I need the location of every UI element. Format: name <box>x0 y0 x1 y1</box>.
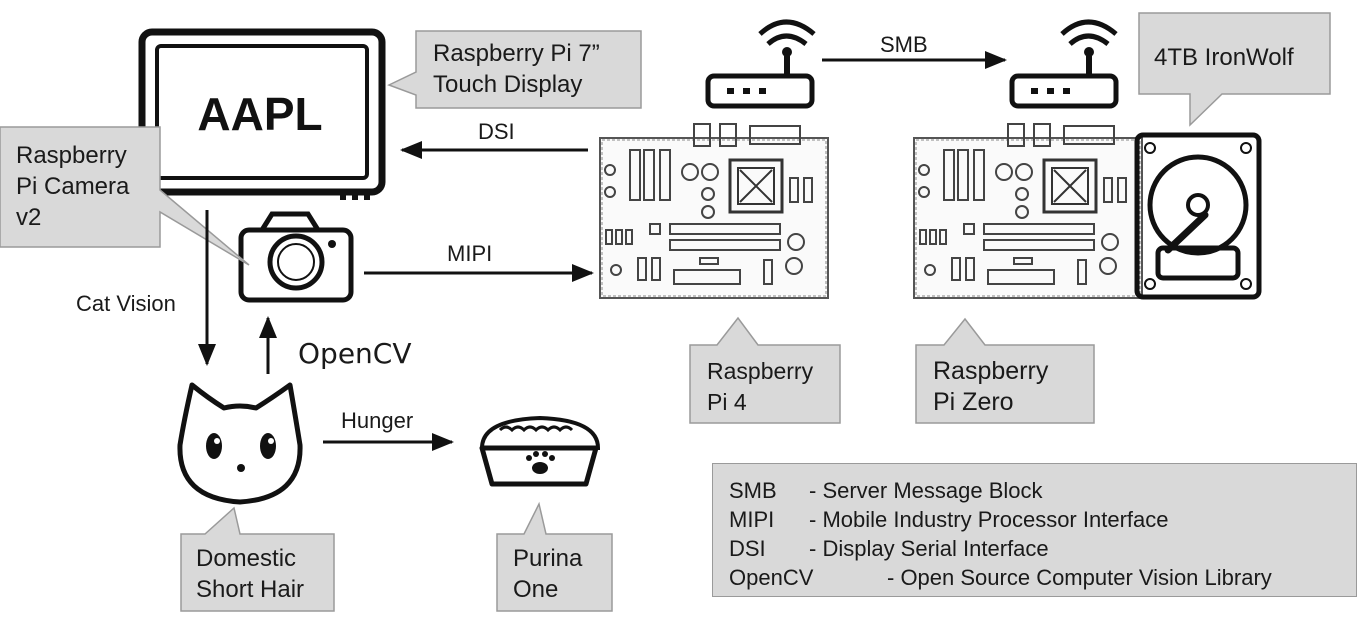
edge-label-smb: SMB <box>880 32 928 57</box>
callout-pizero-line-2: Pi Zero <box>933 388 1014 416</box>
raspberry-pi-4-board-icon <box>599 123 829 299</box>
legend-definition: - Server Message Block <box>809 478 1043 503</box>
edge-label-dsi: DSI <box>478 119 515 144</box>
router-icon-pi4 <box>705 19 816 109</box>
callout-cat-line-2: Short Hair <box>196 576 305 603</box>
callout-hdd-text: 4TB IronWolf <box>1154 42 1294 73</box>
cat-face-icon <box>177 382 303 505</box>
legend-definition: - Open Source Computer Vision Library <box>887 565 1272 590</box>
camera-icon <box>238 211 354 303</box>
callout-camera-line-1: Raspberry <box>16 142 127 169</box>
callout-display <box>387 30 642 109</box>
callout-pizero <box>915 317 1095 424</box>
callout-pi4-text: Raspberry Pi 4 <box>707 356 813 418</box>
callout-camera-text: Raspberry Pi Camera v2 <box>16 140 129 233</box>
callout-display-text: Raspberry Pi 7” Touch Display <box>433 38 600 100</box>
callout-cat-line-1: Domestic <box>196 545 297 572</box>
callout-camera <box>0 126 250 266</box>
legend-box: SMB - Server Message Block MIPI - Mobile… <box>712 463 1357 597</box>
touch-display-icon <box>138 28 386 200</box>
screen-ticker-text: AAPL <box>197 88 322 140</box>
callout-pizero-text: Raspberry Pi Zero <box>933 356 1048 418</box>
callout-pi4-line-1: Raspberry <box>707 358 814 384</box>
raspberry-pi-zero-board-icon <box>913 123 1143 299</box>
callout-cat <box>180 506 335 612</box>
callout-pi4-line-2: Pi 4 <box>707 389 747 415</box>
callout-hdd-line-1: 4TB IronWolf <box>1154 44 1294 71</box>
hard-drive-icon <box>1134 132 1262 300</box>
callout-pizero-line-1: Raspberry <box>933 357 1049 385</box>
callout-food-line-2: One <box>513 576 559 603</box>
callout-display-line-2: Touch Display <box>433 71 583 98</box>
legend-abbr: MIPI <box>729 507 775 532</box>
legend-definition: - Display Serial Interface <box>809 536 1049 561</box>
callout-hdd <box>1138 12 1331 127</box>
pet-bowl-icon <box>479 415 601 487</box>
edge-label-opencv: OpenCV <box>298 337 412 370</box>
edge-label-cat-vision: Cat Vision <box>76 291 176 316</box>
callout-display-line-1: Raspberry Pi 7” <box>433 40 600 67</box>
callout-cat-text: Domestic Short Hair <box>196 543 304 605</box>
legend-abbr: DSI <box>729 536 766 561</box>
callout-pi4 <box>689 316 841 424</box>
edge-label-mipi: MIPI <box>447 241 493 266</box>
legend-abbr: OpenCV <box>729 565 814 590</box>
callout-food <box>496 501 613 612</box>
router-icon-pizero <box>1009 19 1119 109</box>
legend-definition: - Mobile Industry Processor Interface <box>809 507 1169 532</box>
callout-camera-line-3: v2 <box>16 204 42 231</box>
callout-camera-line-2: Pi Camera <box>16 173 130 200</box>
edge-label-hunger: Hunger <box>341 408 414 433</box>
callout-food-line-1: Purina <box>513 545 583 572</box>
legend-abbr: SMB <box>729 478 777 503</box>
callout-food-text: Purina One <box>513 543 582 605</box>
